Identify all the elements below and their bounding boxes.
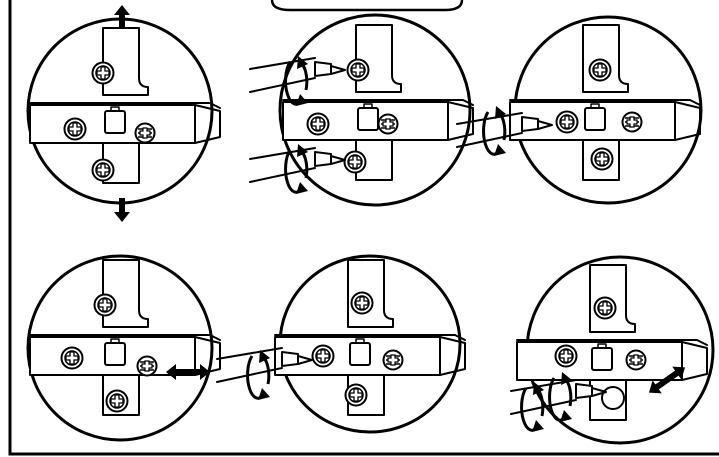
panel-4 <box>28 256 220 440</box>
panel-6 <box>511 257 713 443</box>
top-tab <box>272 0 462 10</box>
panel-3 <box>457 17 701 203</box>
panel-5 <box>217 256 465 432</box>
panel-1 <box>28 5 220 222</box>
panel-2 <box>250 15 473 205</box>
rotate-arrow-icon <box>484 106 506 156</box>
